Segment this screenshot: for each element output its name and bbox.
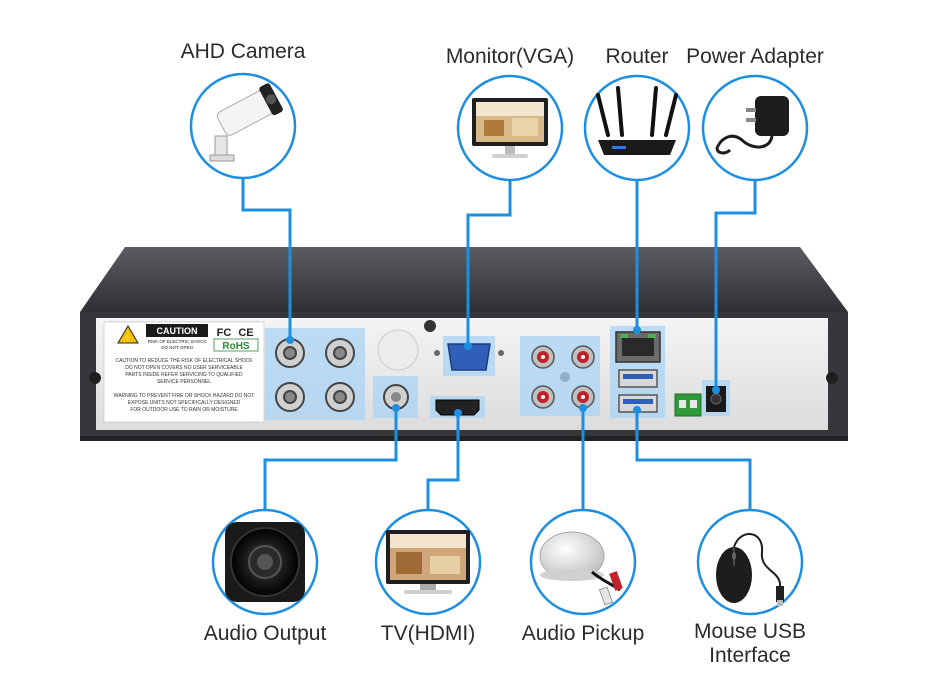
label-mouse-line2: Interface	[709, 644, 791, 667]
screw-icon	[424, 320, 436, 332]
line-mouse	[635, 412, 752, 510]
line-tv	[426, 413, 460, 510]
camera-icon	[209, 83, 283, 162]
screw-icon	[826, 372, 838, 384]
warning-text-line: WARNING TO PREVENT FIRE OR SHOCK HAZARD …	[114, 393, 255, 399]
line-ahd-camera	[241, 176, 292, 338]
rohs-mark: RoHS	[222, 341, 250, 352]
label-tv: TV(HDMI)	[380, 622, 476, 645]
warning-text-line: PARTS INSIDE REFER SERVICING TO QUALIFIE…	[125, 372, 243, 378]
power-adapter-icon	[715, 96, 789, 155]
label-router: Router	[605, 45, 669, 68]
line-power-adapter	[714, 180, 757, 388]
rca-connectors	[531, 345, 595, 409]
ce-mark: CE	[238, 327, 253, 339]
svg-text:⚡: ⚡	[122, 331, 134, 344]
caution-sticker: ⚡ CAUTION RISK OF ELECTRIC SHOCK DO NOT …	[103, 321, 265, 423]
vga-port	[447, 343, 491, 371]
warning-text-line: DO NOT OPEN COVERS NO USER SERVICEABLE	[125, 365, 243, 371]
connector-lines	[241, 176, 757, 510]
warning-text-line: CAUTION TO REDUCE THE RISK OF ELECTRICAL…	[115, 358, 253, 364]
caution-title: CAUTION	[157, 326, 198, 336]
label-audio-output: Audio Output	[203, 622, 327, 645]
label-audio-pickup: Audio Pickup	[521, 622, 645, 645]
label-mouse-line1: Mouse USB	[693, 620, 807, 643]
caution-sub2: DO NOT OPEN	[161, 345, 192, 350]
connector-dots	[286, 326, 720, 417]
warning-text-line: FOR OUTDOOR USE TO RAIN OR MOISTURE	[130, 407, 238, 413]
dvr-recorder: ⚡ CAUTION RISK OF ELECTRIC SHOCK DO NOT …	[80, 247, 848, 441]
warning-triangle-icon	[117, 325, 139, 344]
hdmi-port	[435, 399, 480, 416]
monitor-icon	[472, 98, 548, 158]
mouse-icon	[716, 533, 784, 606]
line-audio-output	[263, 410, 398, 510]
line-monitor	[466, 180, 512, 345]
caution-sub1: RISK OF ELECTRIC SHOCK	[148, 339, 207, 344]
rs485-terminal	[674, 393, 702, 417]
dvr-bottom-edge	[80, 436, 848, 441]
port-knockout	[377, 329, 419, 371]
warning-text-line: SERVICE PERSONNEL	[157, 379, 211, 385]
label-power-adapter: Power Adapter	[686, 45, 824, 68]
label-monitor: Monitor(VGA)	[445, 45, 575, 68]
label-ahd-camera: AHD Camera	[180, 40, 306, 63]
warning-text-line: EXPOSE UNITS NOT SPECIFICALLY DESIGNED	[128, 400, 241, 406]
speaker-icon	[225, 522, 305, 602]
microphone-icon	[539, 531, 623, 606]
fcc-mark: FC	[217, 327, 232, 339]
dvr-top-cover	[80, 247, 848, 312]
screw-icon	[89, 372, 101, 384]
tv-icon	[386, 530, 470, 594]
router-icon	[596, 86, 678, 155]
